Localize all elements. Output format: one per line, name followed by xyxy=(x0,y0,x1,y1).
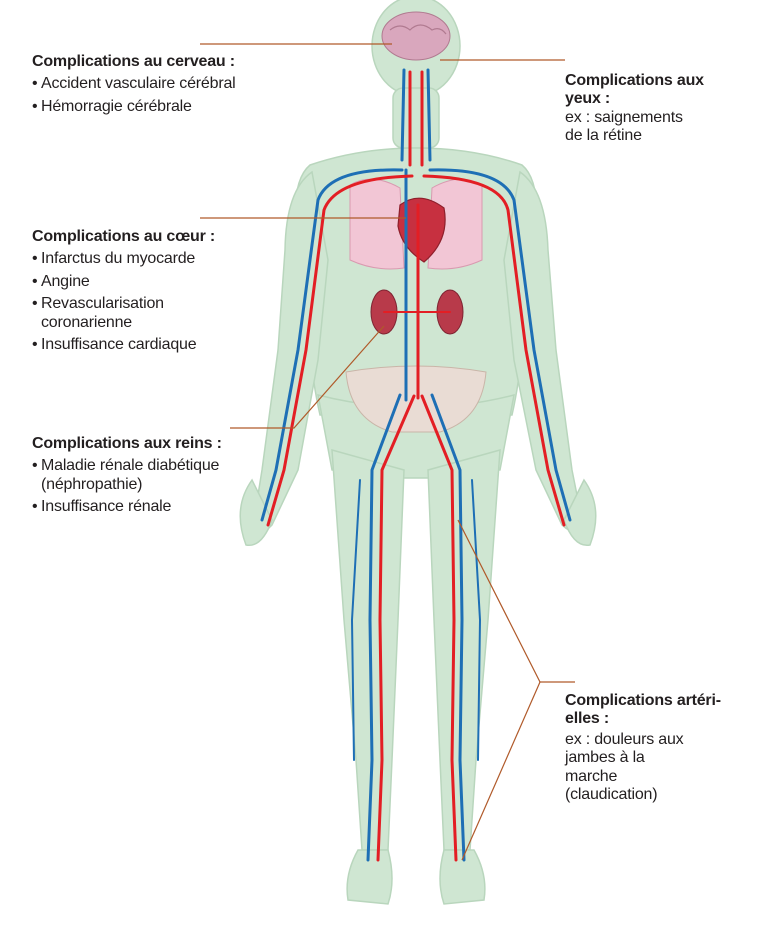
callout-cerveau: Complications au cerveau : Accident vasc… xyxy=(32,53,312,120)
callout-coeur-title: Complications au cœur : xyxy=(32,228,292,246)
list-item: Insuffisance rénale xyxy=(32,498,292,516)
list-item-line2: coronarienne xyxy=(41,314,132,331)
callout-arteres-title-line1: Complications artéri- xyxy=(565,692,721,709)
callout-arteres-note-line4: (claudication) xyxy=(565,786,657,803)
callout-yeux: Complications aux yeux : ex : saignement… xyxy=(565,72,755,146)
left-lung xyxy=(350,179,404,269)
callout-arteres-title: Complications artéri- elles : xyxy=(565,692,755,729)
callout-yeux-title: Complications aux yeux : xyxy=(565,72,755,109)
list-item: Insuffisance cardiaque xyxy=(32,336,292,354)
neck xyxy=(393,88,439,148)
callout-cerveau-list: Accident vasculaire cérébral Hémorragie … xyxy=(32,75,312,116)
list-item: Revascularisation coronarienne xyxy=(32,295,292,332)
callout-arteres-note-line3: marche xyxy=(565,768,617,785)
brain xyxy=(382,12,450,60)
list-item-line2: (néphropathie) xyxy=(41,476,142,493)
list-item: Angine xyxy=(32,273,292,291)
left-leg xyxy=(332,450,404,850)
callout-arteres-note: ex : douleurs aux jambes à la marche (cl… xyxy=(565,731,755,805)
callout-arteres-note-line1: ex : douleurs aux xyxy=(565,731,683,748)
list-item-line1: Maladie rénale diabétique xyxy=(41,457,219,474)
callout-coeur: Complications au cœur : Infarctus du myo… xyxy=(32,228,292,358)
callout-reins-list: Maladie rénale diabétique (néphropathie)… xyxy=(32,457,292,516)
callout-yeux-note-line2: de la rétine xyxy=(565,127,642,144)
vein-neck-right xyxy=(428,70,430,160)
callout-reins-title: Complications aux reins : xyxy=(32,435,292,453)
right-arm xyxy=(504,172,582,531)
callout-arteres-note-line2: jambes à la xyxy=(565,749,645,766)
callout-coeur-list: Infarctus du myocarde Angine Revasculari… xyxy=(32,250,292,354)
callout-arteres-title-line2: elles : xyxy=(565,710,609,727)
callout-yeux-note-line1: ex : saignements xyxy=(565,109,683,126)
callout-arteres: Complications artéri- elles : ex : doule… xyxy=(565,692,755,804)
list-item: Maladie rénale diabétique (néphropathie) xyxy=(32,457,292,494)
vein-neck-left xyxy=(402,70,404,160)
callout-yeux-title-line2: yeux : xyxy=(565,90,610,107)
list-item-line1: Revascularisation xyxy=(41,295,164,312)
callout-reins: Complications aux reins : Maladie rénale… xyxy=(32,435,292,521)
body-silhouette xyxy=(240,0,596,904)
callout-cerveau-title: Complications au cerveau : xyxy=(32,53,312,71)
list-item: Infarctus du myocarde xyxy=(32,250,292,268)
list-item: Hémorragie cérébrale xyxy=(32,98,312,116)
list-item: Accident vasculaire cérébral xyxy=(32,75,312,93)
callout-yeux-note: ex : saignements de la rétine xyxy=(565,109,755,146)
right-leg xyxy=(428,450,500,850)
callout-yeux-title-line1: Complications aux xyxy=(565,72,704,89)
